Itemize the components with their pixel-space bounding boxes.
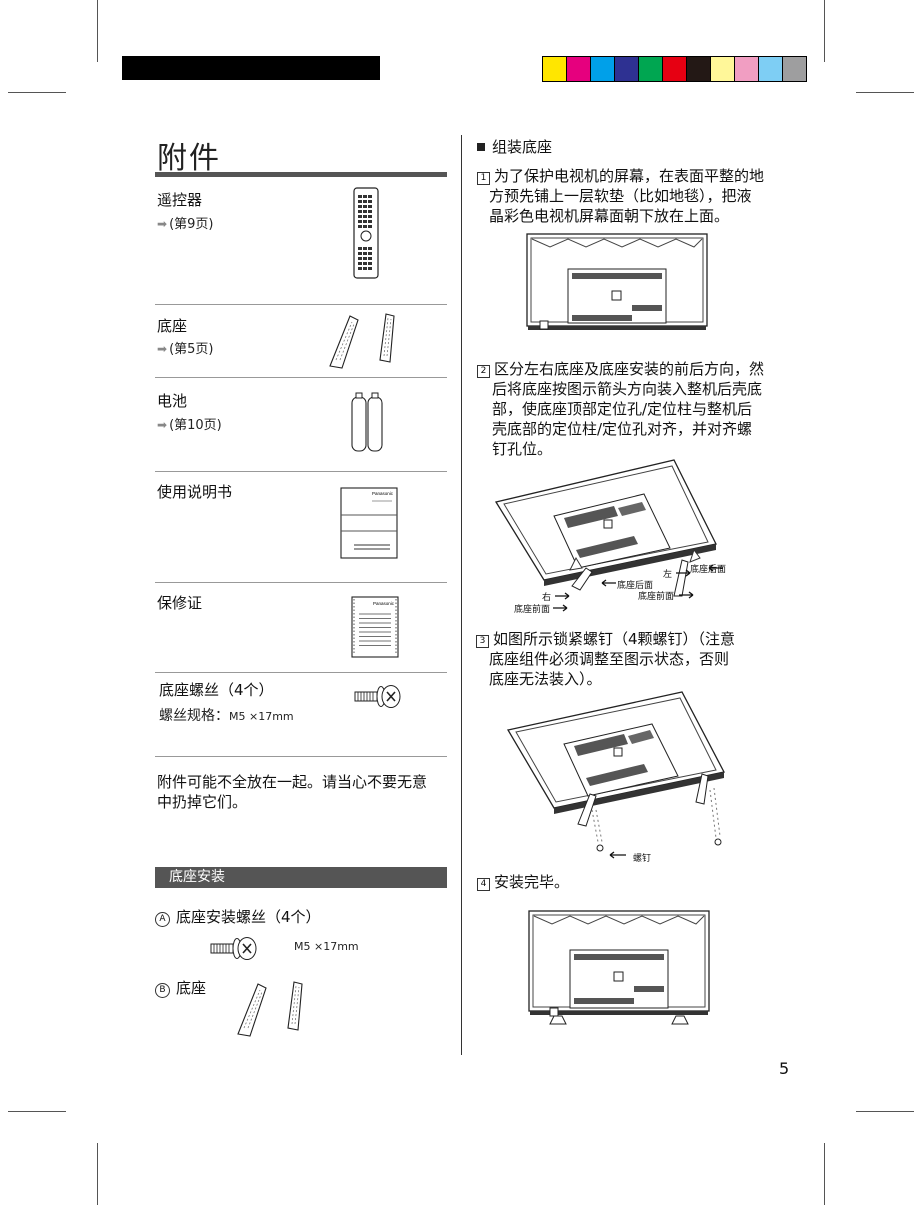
warranty-card-icon: Panasonic bbox=[351, 596, 399, 658]
stand-icon bbox=[329, 313, 395, 369]
item-battery-name: 电池 bbox=[157, 392, 188, 410]
assembly-title: 组装底座 bbox=[477, 137, 552, 157]
arrow-left-icon bbox=[609, 851, 626, 859]
arrow-icon: ➡ bbox=[157, 342, 168, 356]
arrow-icon: ➡ bbox=[157, 217, 168, 231]
color-swatch bbox=[663, 57, 687, 81]
item-stand-name: 底座 bbox=[157, 317, 188, 335]
item-remote-ref: ➡(第9页) bbox=[157, 217, 214, 232]
crop-mark bbox=[824, 1143, 825, 1205]
color-swatch bbox=[735, 57, 759, 81]
battery-icon bbox=[351, 392, 383, 452]
crop-mark bbox=[824, 0, 825, 62]
title-rule bbox=[155, 172, 447, 177]
row-divider bbox=[155, 756, 447, 757]
item-manual-name: 使用说明书 bbox=[157, 483, 233, 501]
tv-screw-diagram bbox=[506, 691, 725, 852]
arrow-right-icon bbox=[553, 604, 568, 612]
page-number: 5 bbox=[779, 1059, 790, 1078]
screw-spec: 螺丝规格：M5 ×17mm bbox=[159, 708, 294, 724]
stand-install-bar: 底座安装 bbox=[155, 867, 447, 888]
crop-mark bbox=[856, 92, 914, 93]
tv-back-diagram bbox=[526, 233, 708, 330]
crop-mark bbox=[97, 0, 98, 62]
color-swatch bbox=[615, 57, 639, 81]
label-rear-right: 底座后面 bbox=[690, 565, 727, 575]
screw-icon bbox=[354, 685, 401, 708]
row-divider bbox=[155, 377, 447, 378]
manual-book-icon: Panasonic bbox=[340, 487, 398, 559]
label-rear-left: 底座后面 bbox=[617, 581, 654, 591]
accessories-title: 附件 bbox=[157, 141, 221, 176]
registration-black-bar bbox=[122, 56, 380, 80]
row-divider bbox=[155, 471, 447, 472]
color-swatch bbox=[591, 57, 615, 81]
accessories-note: 附件可能不全放在一起。请当心不要无意 中扔掉它们。 bbox=[157, 773, 428, 811]
row-divider bbox=[155, 304, 447, 305]
item-warranty-name: 保修证 bbox=[157, 594, 203, 612]
item-stand-ref: ➡(第5页) bbox=[157, 342, 214, 357]
warranty-brand-text: Panasonic bbox=[373, 601, 395, 606]
color-swatch bbox=[543, 57, 567, 81]
screw-icon bbox=[210, 937, 257, 960]
color-swatch bbox=[639, 57, 663, 81]
color-swatch bbox=[783, 57, 806, 81]
row-divider bbox=[155, 672, 447, 673]
row-divider bbox=[155, 582, 447, 583]
arrow-left-icon bbox=[601, 579, 616, 587]
label-screw: 螺钉 bbox=[633, 854, 652, 864]
crop-mark bbox=[8, 92, 66, 93]
label-front-left: 底座前面 bbox=[514, 605, 551, 615]
color-swatch bbox=[567, 57, 591, 81]
color-swatch bbox=[687, 57, 711, 81]
tv-complete-diagram bbox=[528, 910, 710, 1025]
crop-mark bbox=[856, 1111, 914, 1112]
item-screws-name: 底座螺丝（4个） bbox=[159, 681, 274, 699]
manual-brand-text: Panasonic bbox=[372, 491, 394, 496]
column-divider bbox=[461, 135, 462, 1055]
color-swatch bbox=[711, 57, 735, 81]
crop-mark bbox=[8, 1111, 66, 1112]
arrow-right-icon bbox=[676, 569, 691, 577]
label-right: 右 bbox=[542, 593, 552, 603]
arrow-icon: ➡ bbox=[157, 418, 168, 432]
color-swatch bbox=[759, 57, 783, 81]
tv-stand-alignment-diagram bbox=[494, 459, 717, 597]
arrow-right-icon bbox=[555, 592, 570, 600]
arrow-left-icon bbox=[708, 564, 723, 572]
stand-screw-spec: M5 ×17mm bbox=[294, 940, 359, 953]
stand-icon bbox=[237, 981, 303, 1037]
remote-control-icon bbox=[353, 187, 379, 279]
crop-mark bbox=[97, 1143, 98, 1205]
arrow-right-icon bbox=[679, 591, 694, 599]
color-registration-swatches bbox=[542, 56, 807, 82]
item-remote-name: 遥控器 bbox=[157, 191, 203, 209]
label-front-right: 底座前面 bbox=[638, 592, 675, 602]
item-battery-ref: ➡(第10页) bbox=[157, 418, 222, 433]
label-left: 左 bbox=[663, 570, 673, 580]
